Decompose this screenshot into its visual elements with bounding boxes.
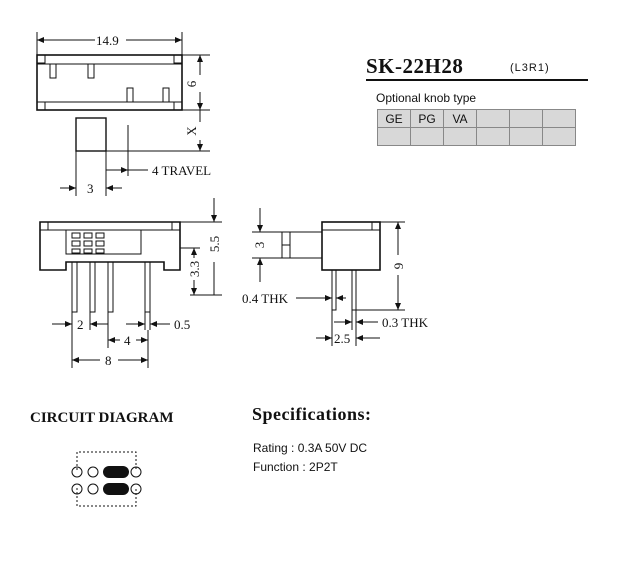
dim-thk-0-3: 0.3 THK: [382, 315, 429, 330]
specifications-title: Specifications:: [252, 404, 372, 424]
spec-rating: Rating : 0.3A 50V DC: [253, 441, 368, 455]
terminal: [87, 483, 99, 495]
table-cell: [443, 127, 477, 146]
dim-span-8: 8: [105, 353, 112, 368]
pin: [331, 269, 337, 311]
contact-bar: [103, 483, 129, 495]
table-row: GE PG VA: [377, 109, 576, 128]
table-cell: GE: [377, 109, 411, 128]
dim-pin-2-5: 2.5: [334, 331, 350, 346]
model-title: SK-22H28: [366, 54, 464, 78]
dim-5-5: 5.5: [207, 236, 222, 252]
front-view: [39, 198, 222, 368]
circuit-diagram-title: CIRCUIT DIAGRAM: [30, 410, 174, 426]
table-cell: [410, 127, 444, 146]
dim-width: 14.9: [96, 33, 119, 48]
side-view: [252, 208, 405, 346]
table-cell: [542, 127, 576, 146]
pin: [144, 261, 151, 313]
dim-pin-0-5: 0.5: [174, 317, 190, 332]
pin: [351, 269, 357, 311]
front-view-body: [39, 221, 181, 271]
table-cell: VA: [443, 109, 477, 128]
contact-bar: [103, 466, 129, 478]
table-cell: [542, 109, 576, 128]
pin: [107, 261, 114, 313]
dim-knob-width: 3: [87, 181, 94, 196]
knob-type-table: GE PG VA: [377, 109, 576, 146]
terminal: [130, 483, 142, 495]
dim-side-9: 9: [391, 263, 406, 270]
top-view: [36, 32, 210, 196]
dim-height: 6: [184, 80, 199, 87]
terminal: [130, 466, 142, 478]
terminal: [71, 483, 83, 495]
dim-pitch-4: 4: [124, 333, 131, 348]
dim-knob-height: 3: [252, 242, 267, 249]
pin: [89, 261, 96, 313]
table-cell: [476, 109, 510, 128]
terminal: [71, 466, 83, 478]
table-cell: [377, 127, 411, 146]
dim-3-3: 3.3: [187, 261, 202, 277]
table-cell: [476, 127, 510, 146]
table-row: [377, 127, 576, 146]
model-code: (L3R1): [510, 62, 550, 74]
dim-x: X: [184, 126, 199, 136]
dim-pitch-2: 2: [77, 317, 84, 332]
circuit-diagram: [71, 451, 142, 507]
dim-travel: 4 TRAVEL: [152, 163, 211, 178]
table-cell: PG: [410, 109, 444, 128]
top-view-body: [36, 54, 183, 111]
knob-type-label: Optional knob type: [376, 91, 477, 105]
dim-thk-0-4: 0.4 THK: [242, 291, 289, 306]
pin: [71, 261, 78, 313]
title-underline: [366, 79, 588, 81]
table-cell: [509, 127, 543, 146]
table-cell: [509, 109, 543, 128]
spec-function: Function : 2P2T: [253, 460, 338, 474]
terminal: [87, 466, 99, 478]
